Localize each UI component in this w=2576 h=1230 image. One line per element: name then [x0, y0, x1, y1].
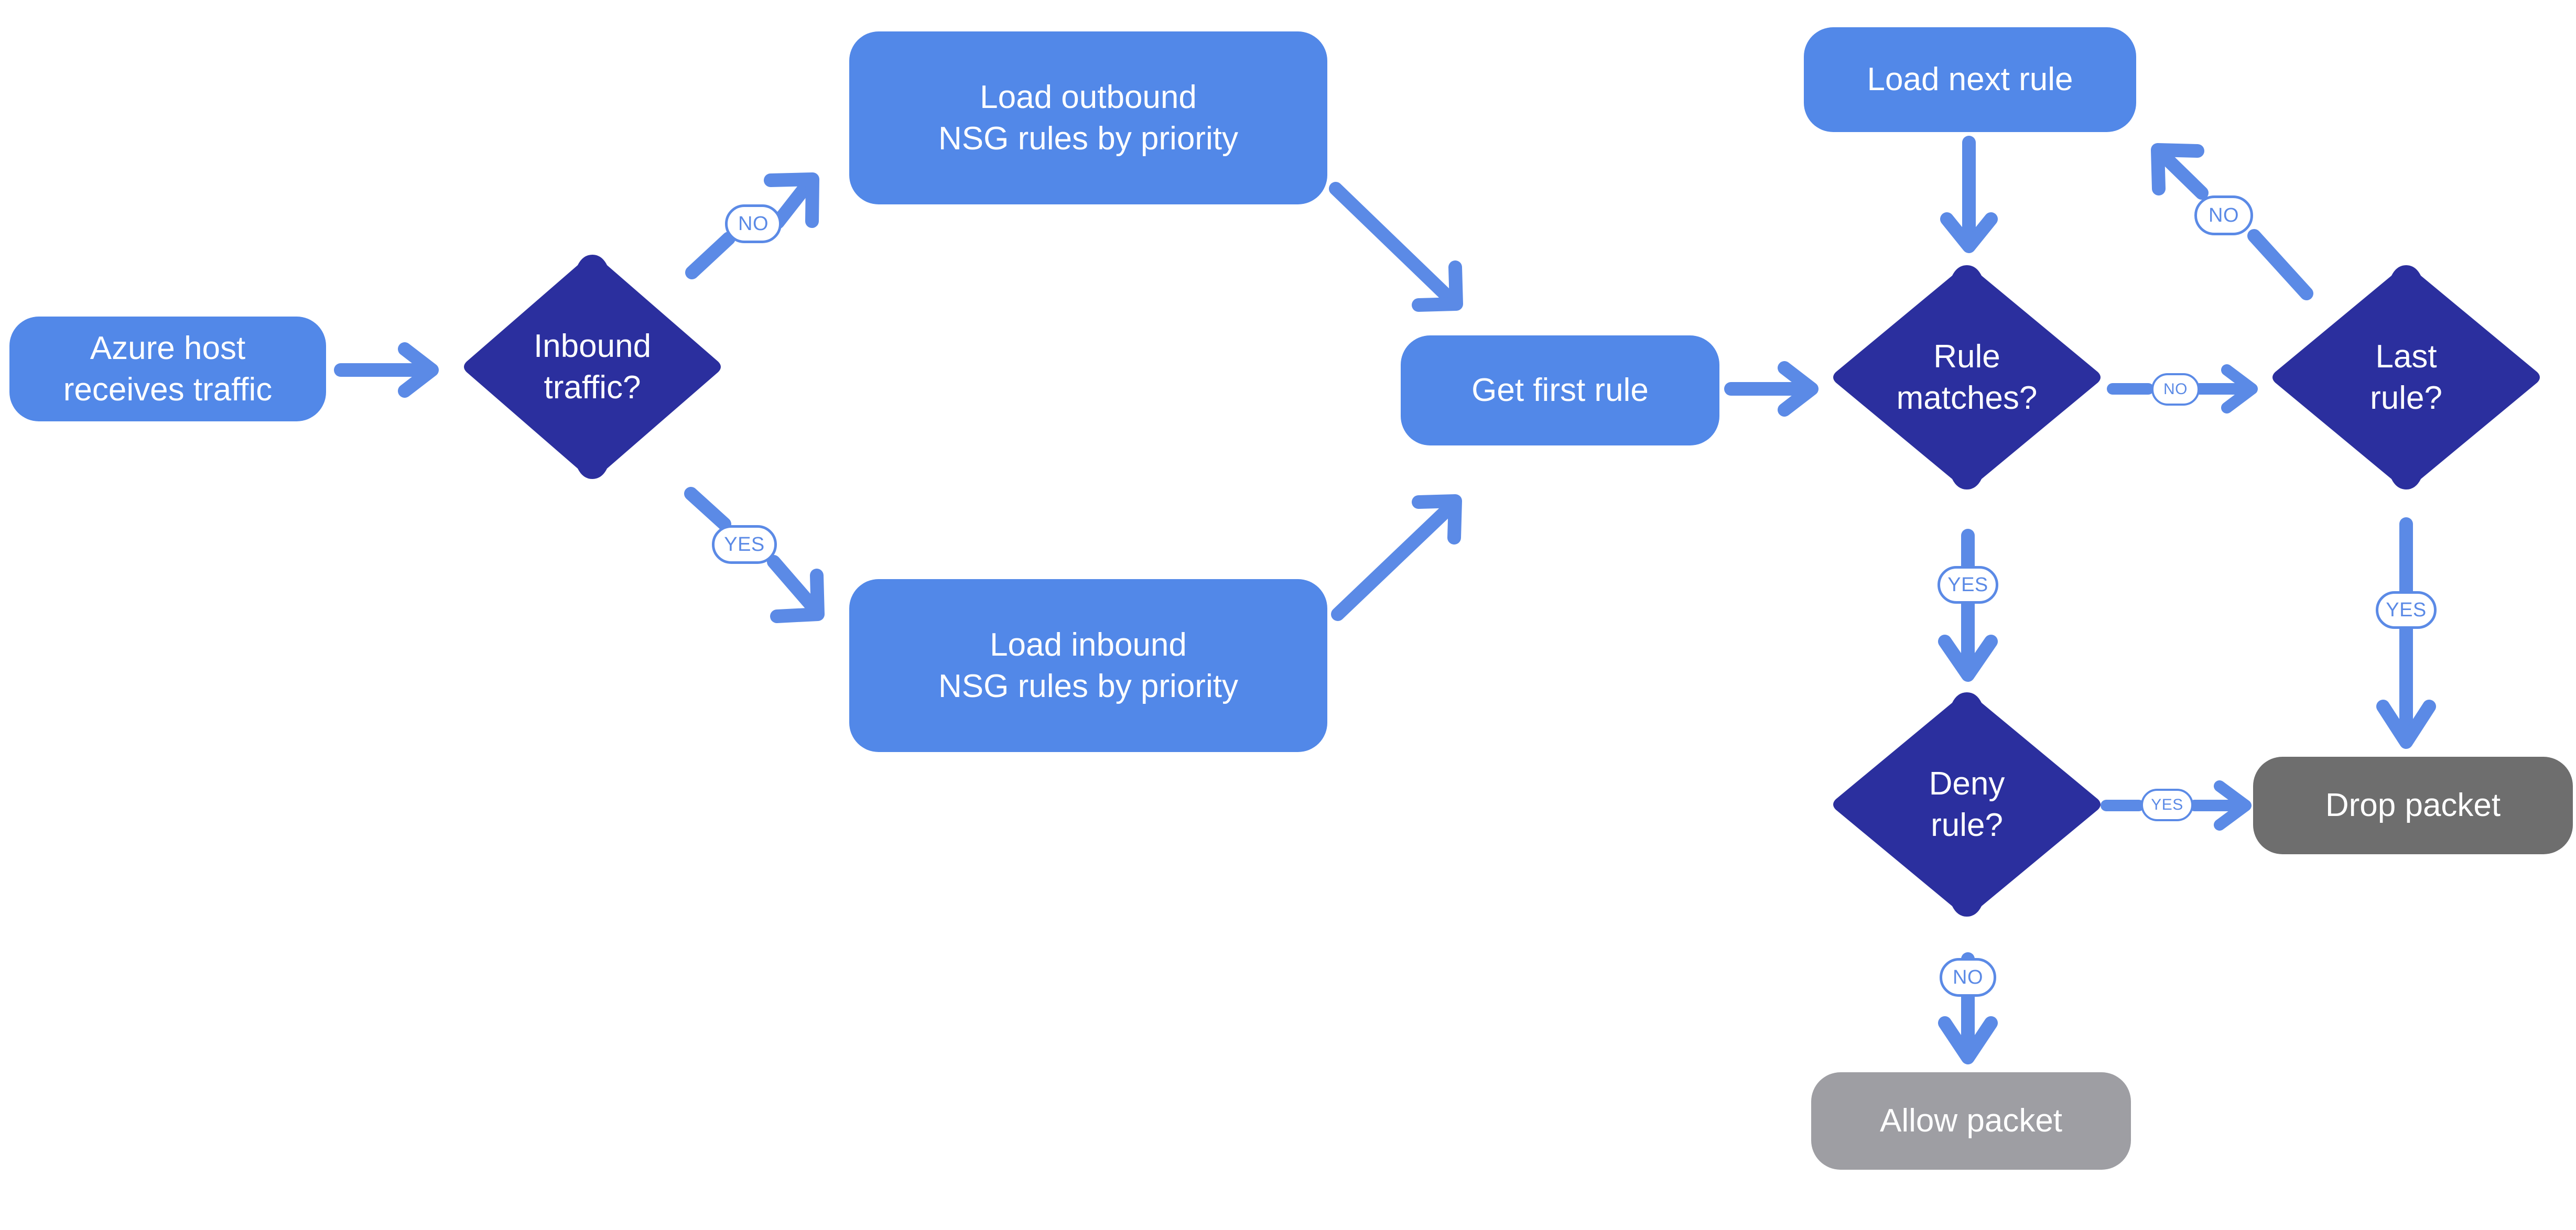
edge-get-first-to-rule-matches	[1724, 361, 1819, 417]
node-drop-packet[interactable]: Drop packet	[2253, 757, 2573, 854]
diamond-shape	[1833, 692, 2101, 917]
node-load-next-rule[interactable]: Load next rule	[1804, 27, 2136, 132]
edge-label-yes-last-rule: YES	[2376, 591, 2437, 629]
node-load-inbound-nsg-rules[interactable]: Load inbound NSG rules by priority	[849, 579, 1327, 752]
edge-load-inbound-to-get-first	[1331, 494, 1462, 621]
node-get-first-rule[interactable]: Get first rule	[1401, 335, 1719, 445]
edge-label-text: YES	[2386, 599, 2427, 621]
edge-label-yes-rule-matches: YES	[1938, 566, 1998, 604]
edge-start-to-inbound	[334, 342, 439, 398]
diamond-shape	[1833, 265, 2101, 489]
node-label: Allow packet	[1879, 1103, 2063, 1139]
node-label: Drop packet	[2325, 787, 2501, 824]
edge-label-no-rule-matches: NO	[2151, 373, 2200, 406]
edge-label-no-deny-rule: NO	[1940, 958, 1996, 997]
edge-label-no-last-rule: NO	[2194, 195, 2253, 235]
edge-label-text: YES	[2151, 796, 2183, 813]
edge-label-text: YES	[1947, 574, 1988, 596]
edge-label-text: YES	[724, 534, 765, 556]
edge-label-text: NO	[1953, 966, 1983, 988]
edge-label-yes-inbound: YES	[712, 525, 777, 564]
edge-load-outbound-to-get-first	[1329, 182, 1463, 312]
edge-last-rule-to-drop-packet	[2376, 517, 2436, 749]
edge-rule-matches-to-deny-rule	[1938, 529, 1998, 682]
node-label: Rule matches?	[1896, 338, 2038, 416]
node-last-rule[interactable]: Last rule?	[2270, 262, 2542, 493]
node-azure-host-receives-traffic[interactable]: Azure host receives traffic	[9, 317, 326, 421]
edge-label-text: NO	[2163, 380, 2188, 398]
node-inbound-traffic[interactable]: Inbound traffic?	[461, 252, 723, 482]
edge-label-text: NO	[2209, 204, 2239, 226]
edge-label-text: NO	[738, 213, 769, 235]
node-label: Azure host receives traffic	[63, 330, 273, 408]
node-label: Last rule?	[2370, 338, 2442, 416]
node-label: Inbound traffic?	[533, 328, 652, 406]
node-rule-matches[interactable]: Rule matches?	[1831, 262, 2103, 493]
edge-label-no-inbound: NO	[725, 204, 782, 243]
edge-label-yes-deny-rule: YES	[2141, 789, 2193, 821]
node-allow-packet[interactable]: Allow packet	[1811, 1072, 2131, 1170]
node-label: Deny rule?	[1929, 765, 2005, 843]
node-label: Get first rule	[1471, 372, 1649, 409]
diamond-shape	[2272, 265, 2540, 489]
node-label: Load inbound NSG rules by priority	[938, 626, 1238, 704]
node-label: Load next rule	[1867, 61, 2073, 98]
node-label: Load outbound NSG rules by priority	[938, 79, 1238, 157]
node-deny-rule[interactable]: Deny rule?	[1831, 689, 2103, 920]
node-load-outbound-nsg-rules[interactable]: Load outbound NSG rules by priority	[849, 31, 1327, 204]
diamond-shape	[464, 255, 721, 479]
edge-load-next-to-rule-matches	[1940, 136, 1998, 253]
